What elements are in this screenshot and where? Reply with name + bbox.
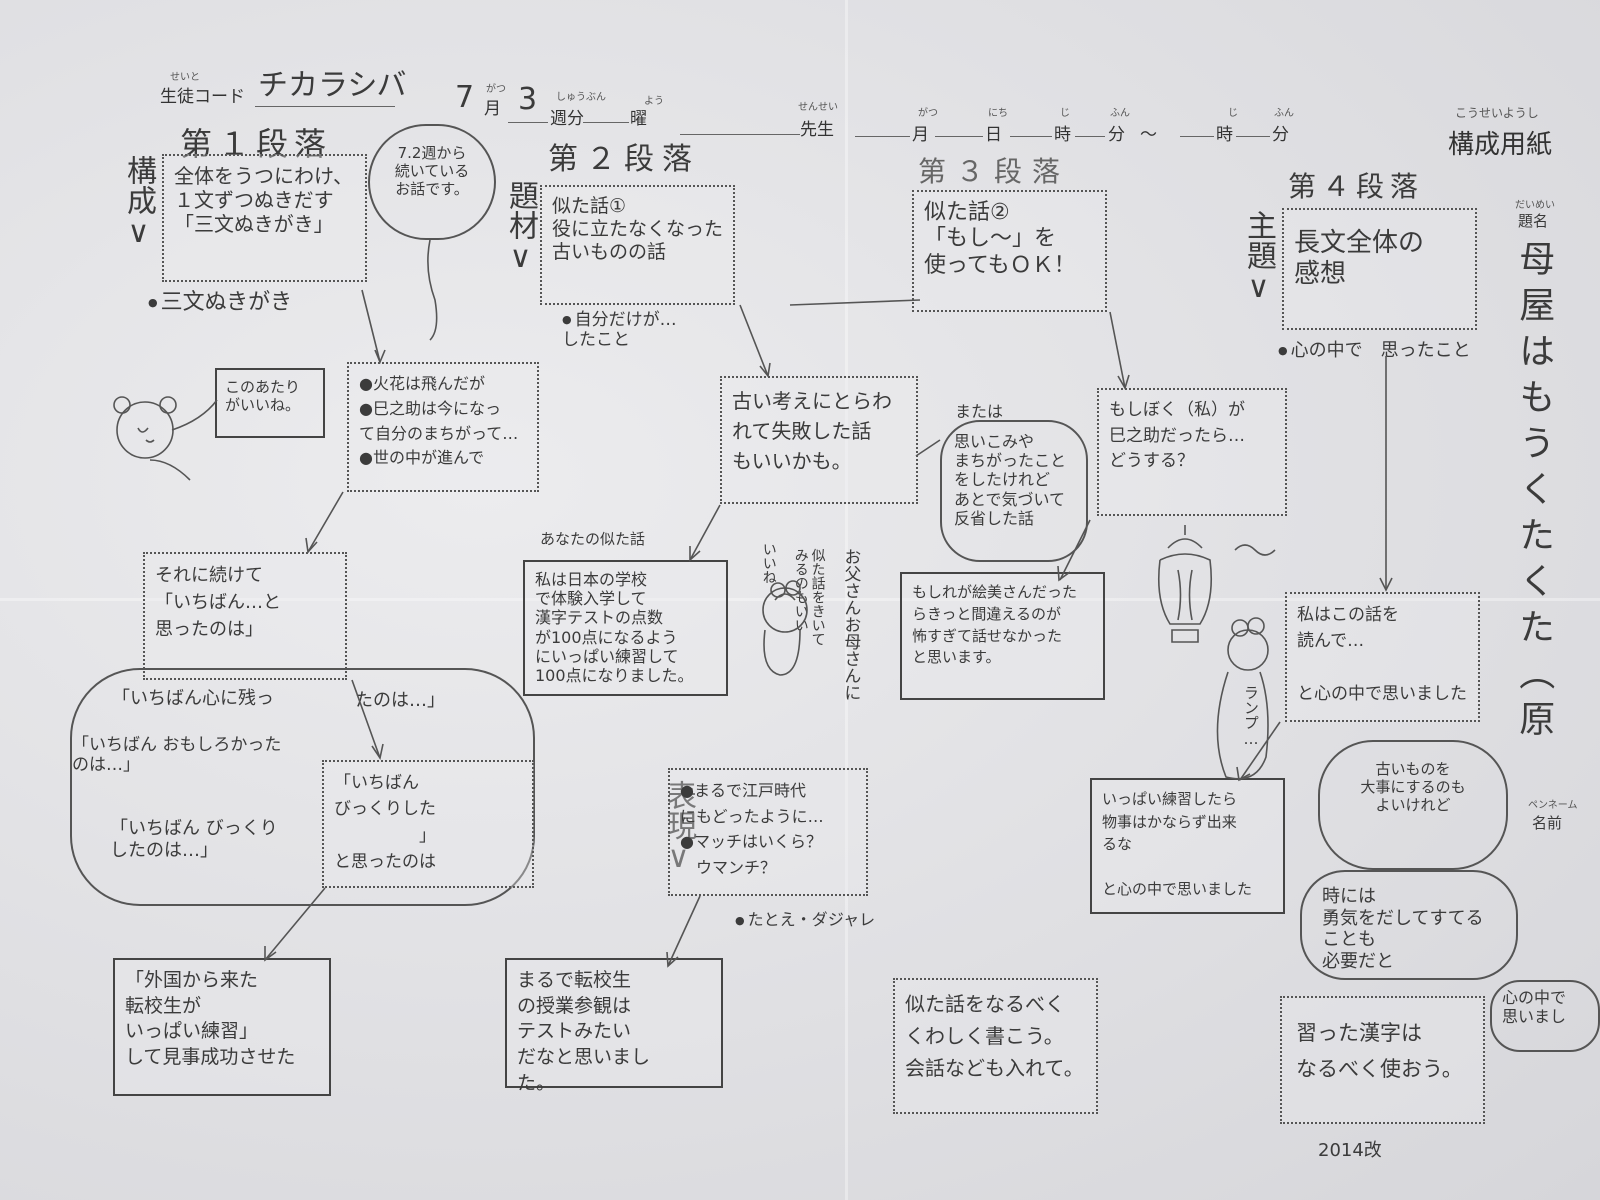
week-label: 週分 (550, 109, 584, 129)
tip-box-detail: 似た話をなるべく くわしく書こう。 会話なども入れて。 (893, 978, 1098, 1114)
section-1-box: 全体をうつにわけ、 １文ずつぬきだす 「三文ぬきがき」 (162, 154, 367, 282)
ruby-penname: ペンネーム (1528, 800, 1578, 811)
ruby-you: よう (644, 96, 664, 107)
note-parents-vertical: お父さんお母さんに (840, 548, 861, 701)
ruby-daimei: だいめい (1515, 200, 1555, 211)
ruby-seito: せいと (170, 72, 200, 83)
start-hour-line (1010, 136, 1052, 137)
cloud-courage: 時には 勇気をだしてすてることも 必要だと (1300, 870, 1518, 980)
flow-box-your-story: 私は日本の学校 で体験入学して 漢字テストの点数 が100点になるよう にいっぱ… (523, 560, 728, 696)
student-code-line (255, 106, 395, 107)
ruby-sensei: せんせい (798, 102, 838, 113)
note-similar-vertical: 似た話をきいてみるのもいい (792, 548, 826, 646)
end-hour-label: 時 (1216, 125, 1233, 145)
ruby-shuubun: しゅうぶん (556, 92, 606, 103)
section-1-bullet: 三文ぬきがき (148, 290, 293, 316)
cloud-mistake-story: 思いこみや まちがったこと をしたけれど あとで気づいて 反省した話 (940, 420, 1088, 562)
day-line (583, 122, 629, 123)
teacher-label: 先生 (800, 120, 834, 140)
end-min-label: 分 (1272, 125, 1289, 145)
note-lamp: ランプ… (1242, 685, 1260, 748)
flow-box-expressions: ●まるで江戸時代 にもどったように… ●マッチはいくら？ ウマンチ？ (668, 768, 868, 896)
section-2-bullet: 自分だけが… したこと (562, 310, 677, 351)
label-kousei: 構成∨ (121, 155, 156, 250)
flow-box-parents: もしれが絵美さんだった らきっと間違えるのが 怖すぎて話せなかった と思います。 (900, 572, 1105, 700)
cloud-old-things: 古いものを 大事にするのも よいけれど (1318, 740, 1508, 870)
pen-name-label: 名前 (1532, 814, 1563, 832)
bear-face-icon (116, 401, 174, 459)
note-iine: いいね (760, 542, 777, 584)
ruby-fun2: ふん (1274, 108, 1294, 119)
month-label: 月 (484, 99, 501, 119)
teacher-line (680, 134, 800, 135)
section-2-box: 似た話① 役に立たなくなった 古いものの話 (540, 185, 735, 305)
section-3-box: 似た話② 「もし～」を 使ってもＯＫ！ (912, 190, 1107, 312)
label-daizai: 題材∨ (503, 180, 538, 275)
end-min-line (1236, 136, 1270, 137)
section-1-heading: 第１段落 (180, 125, 333, 163)
month-value: 7 (455, 80, 475, 115)
flow-box-old-idea: 古い考えにとらわ れて失敗した話 もいいかも。 (720, 376, 918, 504)
ruby-ji: じ (1060, 108, 1070, 119)
flow-box-if-me: もしぼく（私）が 巳之助だったら… どうする？ (1097, 388, 1287, 516)
option-bikkuri: 「いちばん びっくり したのは…」 (110, 818, 278, 861)
week-value: 3 (518, 82, 538, 117)
date-day-line (935, 136, 983, 137)
tilde: ～ (1140, 125, 1157, 145)
expressions-bullet: たとえ・ダジャレ (735, 910, 876, 929)
option-kokoro: 「いちばん心に残っ (112, 688, 274, 709)
label-shudai: 主題∨ (1241, 210, 1276, 305)
note-koko-ii: このあたり がいいね。 (215, 368, 325, 438)
student-code-value: チカラシバ (258, 68, 407, 103)
date-month-line (855, 136, 910, 137)
student-code-label: 生徒コード (160, 87, 245, 107)
section-4-heading: 第４段落 (1288, 170, 1425, 203)
flow-box-surprised: 「いちばん びっくりした 」 と思ったのは (322, 760, 534, 888)
your-story-label: あなたの似た話 (540, 530, 646, 548)
option-omoshiroka: 「いちばん おもしろかった のは…」 (72, 735, 282, 776)
section-3-heading: 第３段落 (918, 155, 1071, 188)
ruby-nichi: にち (988, 108, 1008, 119)
paper-fold (0, 598, 1600, 601)
form-title: 構成用紙 (1448, 130, 1553, 160)
section-4-bullet: 心の中で 思ったこと (1278, 340, 1471, 362)
ruby-ji2: じ (1228, 108, 1238, 119)
flow-box-keywords: ●火花は飛んだが ●巳之助は今になっ て自分のまちがって… ●世の中が進んで (347, 362, 539, 492)
paper-fold (845, 0, 848, 1200)
ruby-gatsu2: がつ (918, 108, 938, 119)
note-mataha: または (955, 402, 1004, 421)
version-note: 2014改 (1318, 1140, 1382, 1161)
ruby-fun: ふん (1110, 108, 1130, 119)
week-line (508, 122, 548, 123)
option-kokoro-end: たのは…」 (355, 690, 445, 711)
flow-box-continue: それに続けて 「いちばん…と 思ったのは」 (143, 552, 347, 680)
cloud-ichiban-options (70, 668, 535, 906)
cloud-kokoro-edge: 心の中で 思いまし (1490, 980, 1600, 1052)
title-value: 母屋はもうくたくた（原 (1513, 240, 1555, 746)
title-label: 題名 (1518, 212, 1549, 230)
start-hour-label: 時 (1054, 125, 1071, 145)
flow-box-practice: いっぱい練習したら 物事はかならず出来 るな と心の中で思いました (1090, 778, 1285, 914)
flow-box-open-class: まるで転校生 の授業参観は テストみたい だなと思いまし た。 (505, 958, 723, 1094)
speech-bubble-continuation: 7.2週から 続いている お話です。 (368, 124, 496, 240)
ruby-gatsu: がつ (486, 84, 506, 95)
tip-box-kanji: 習った漢字は なるべく使おう。 (1280, 996, 1485, 1124)
date-month-label: 月 (912, 125, 929, 145)
flow-box-transfer: 「外国から来た 転校生が いっぱい練習」 して見事成功させた (113, 958, 331, 1096)
start-min-line (1075, 136, 1105, 137)
start-min-label: 分 (1108, 125, 1125, 145)
end-hour-line (1180, 136, 1214, 137)
section-4-box: 長文全体の 感想 (1282, 208, 1477, 330)
label-hyougen: 表現∨ (661, 780, 696, 875)
section-2-heading: 第２段落 (548, 142, 700, 177)
date-day-label: 日 (985, 125, 1002, 145)
flow-box-read: 私はこの話を 読んで… と心の中で思いました (1285, 592, 1480, 722)
weekday-label: 曜 (630, 109, 647, 129)
ruby-kousei: こうせいようし (1455, 106, 1539, 120)
